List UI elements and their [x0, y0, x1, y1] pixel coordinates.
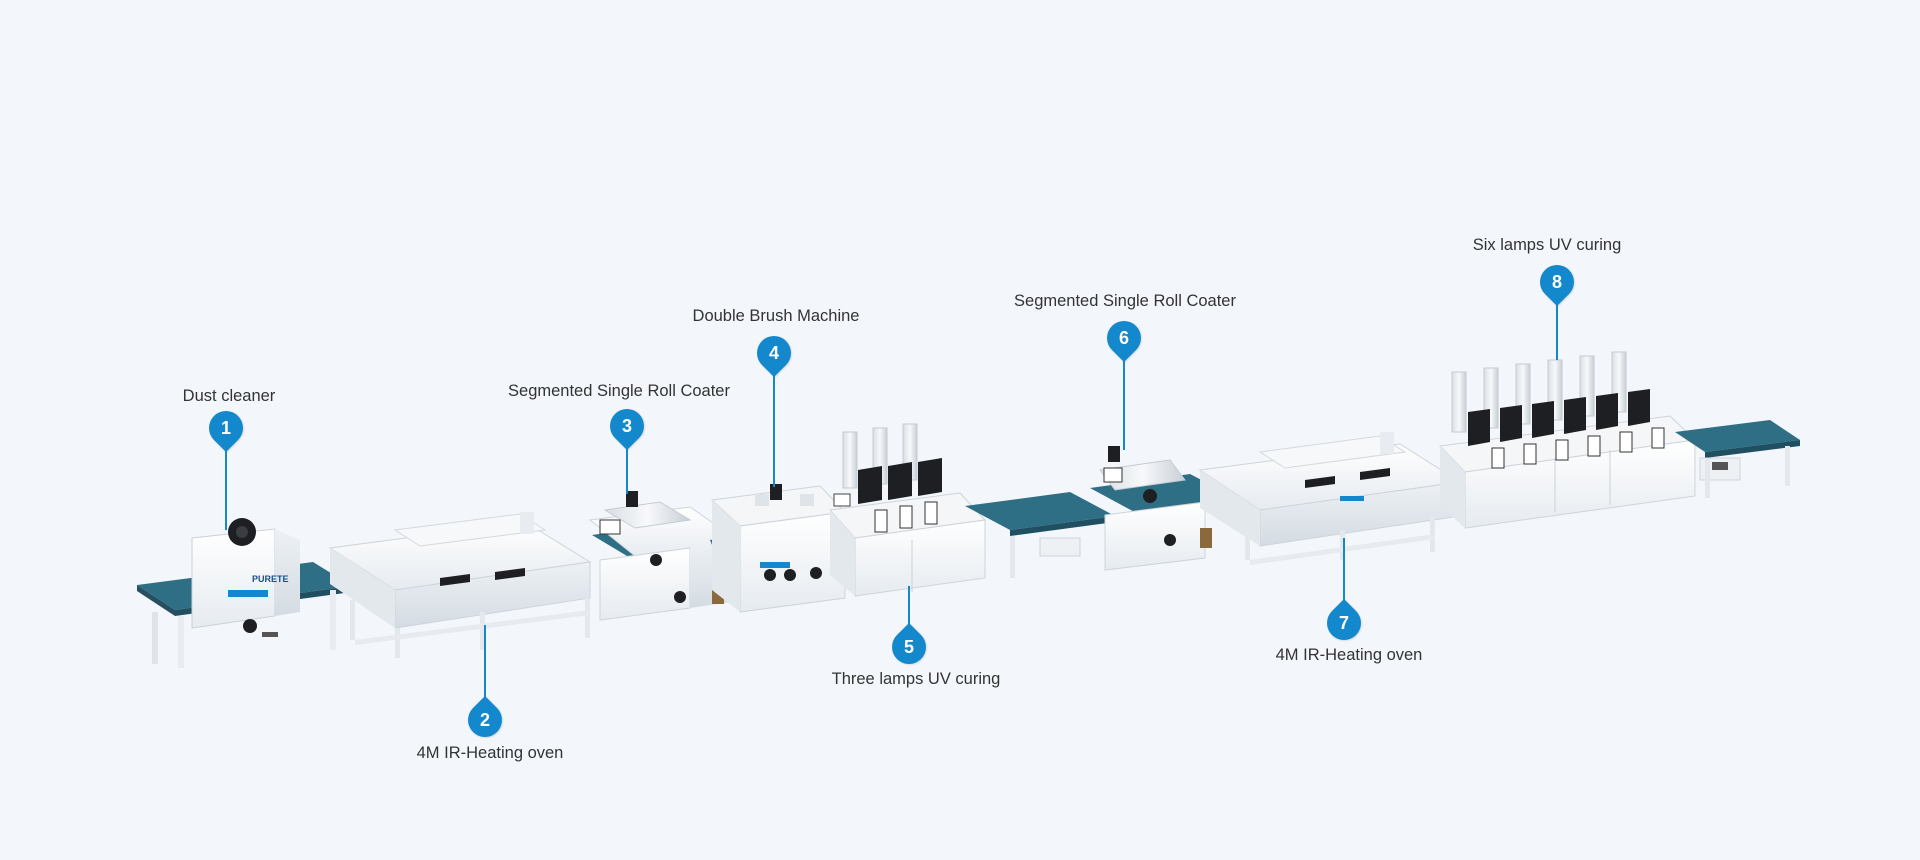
outfeed-conveyor [1675, 420, 1800, 498]
callout-leader-7 [1343, 538, 1345, 606]
callout-label-4: Double Brush Machine [692, 307, 860, 325]
callout-label-7: 4M IR-Heating oven [1275, 646, 1423, 664]
callout-number-6: 6 [1118, 328, 1130, 349]
callout-label-1: Dust cleaner [182, 387, 276, 405]
callout-number-2: 2 [479, 710, 491, 731]
callout-label-3: Segmented Single Roll Coater [508, 382, 730, 400]
dust-cleaner-machine [137, 518, 352, 668]
callout-label-8: Six lamps UV curing [1472, 236, 1622, 254]
callout-leader-1 [225, 448, 227, 530]
callout-number-8: 8 [1551, 272, 1563, 293]
ir-heating-oven-1 [328, 512, 592, 658]
brand-mark: PURETE [252, 574, 289, 584]
six-lamps-uv-curing [1438, 351, 1697, 529]
ir-heating-oven-2 [1198, 432, 1462, 565]
callout-label-5: Three lamps UV curing [831, 670, 1001, 688]
callout-number-4: 4 [768, 343, 780, 364]
double-brush-machine [710, 484, 847, 613]
callout-leader-3 [626, 446, 628, 494]
callout-label-6: Segmented Single Roll Coater [1014, 292, 1236, 310]
callout-leader-2 [484, 625, 486, 703]
callout-number-5: 5 [903, 637, 915, 658]
callout-number-7: 7 [1338, 613, 1350, 634]
callout-number-1: 1 [220, 418, 232, 439]
callout-number-3: 3 [621, 416, 633, 437]
three-lamps-uv-curing [828, 423, 987, 597]
transfer-conveyor [965, 492, 1115, 578]
callout-leader-5 [908, 586, 910, 630]
callout-leader-4 [773, 373, 775, 487]
callout-leader-6 [1123, 358, 1125, 450]
callout-label-2: 4M IR-Heating oven [416, 744, 564, 762]
callout-leader-8 [1556, 302, 1558, 360]
